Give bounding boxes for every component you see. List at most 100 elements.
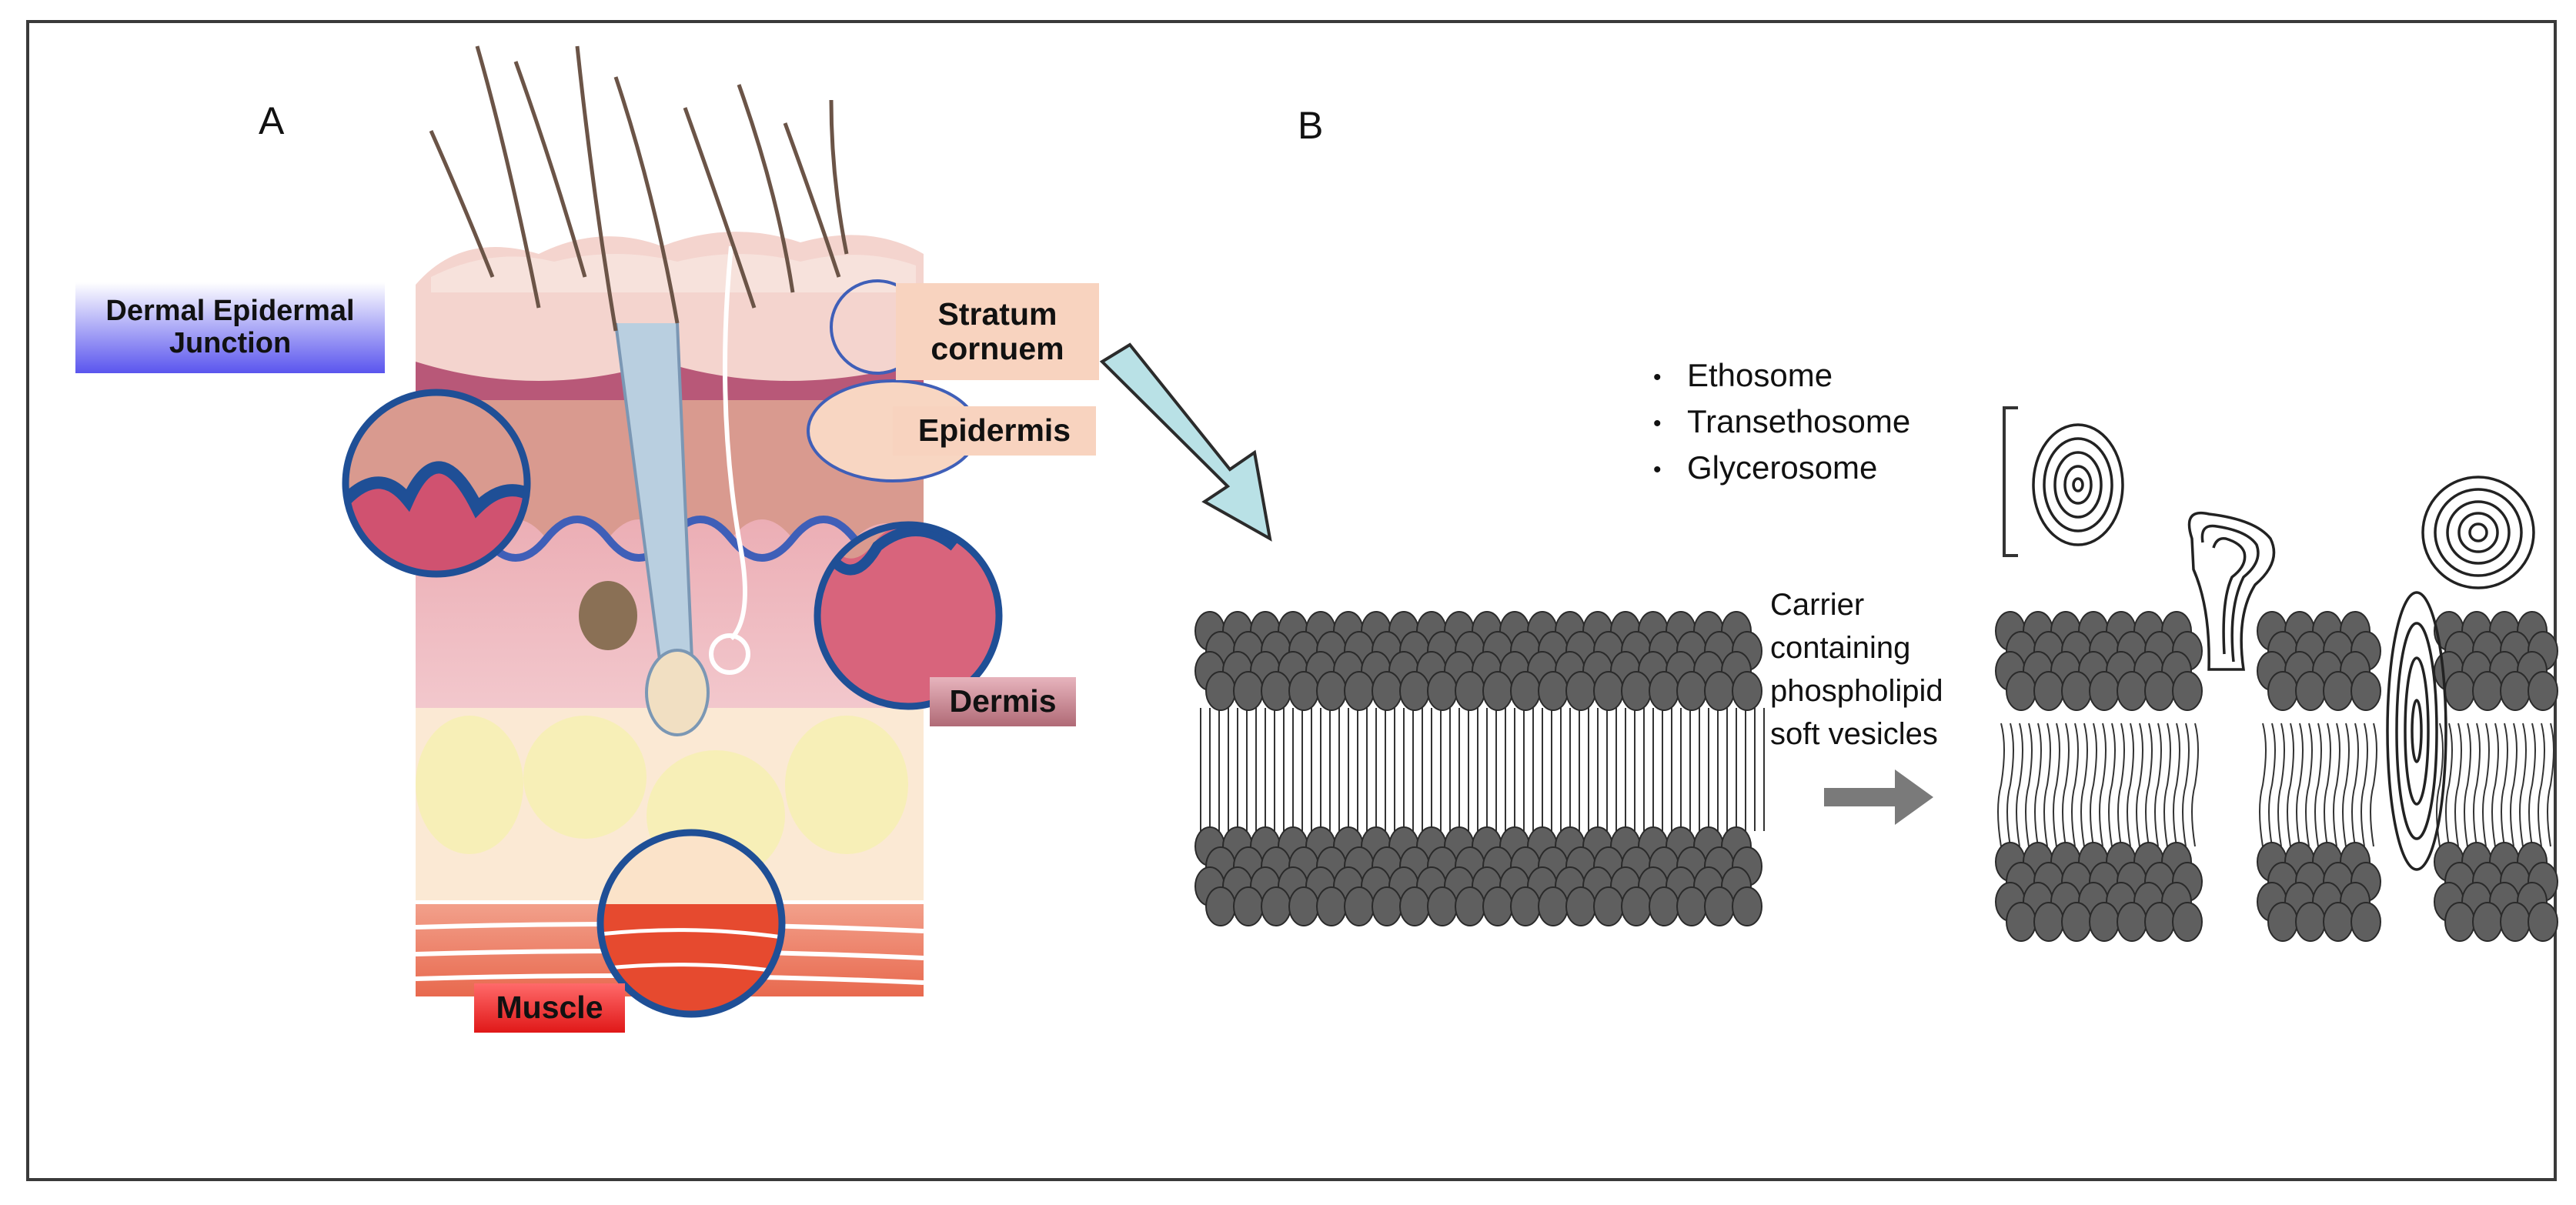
lipid-head [1372, 671, 1402, 711]
lipid-head [1704, 671, 1735, 711]
lipid-head [2006, 902, 2036, 942]
muscle-label: Muscle [496, 990, 603, 1026]
lipid-head [2528, 671, 2558, 711]
carrier-line: Carrier [1770, 588, 1865, 622]
lipid-head [1704, 886, 1735, 926]
lipid-head [1427, 671, 1458, 711]
intact-bilayer [1194, 611, 1765, 926]
right-arrow-icon [1824, 769, 1933, 825]
lipid-head [1344, 671, 1375, 711]
lipid-head [1399, 671, 1430, 711]
vesicle-type-list: Ethosome Transethosome Glycerosome [1653, 352, 1910, 491]
stratum-label-box [896, 283, 1099, 380]
lipid-tail [2006, 723, 2014, 847]
dej-label: Dermal Epidermal Junction [105, 295, 355, 359]
dermis-label-box [930, 677, 1076, 726]
bracket-icon [2003, 406, 2018, 557]
epidermis-label: Epidermis [917, 412, 1071, 449]
lipid-tail [2501, 723, 2508, 847]
lipid-head [2295, 902, 2326, 942]
lipid-head [2500, 671, 2531, 711]
hairs [429, 45, 849, 332]
lipid-tail [2342, 723, 2350, 847]
lipid-tail [2473, 723, 2481, 847]
lipid-head [1427, 886, 1458, 926]
lipid-tail [2268, 723, 2276, 847]
lipid-tail [2305, 723, 2313, 847]
lipid-head [2089, 902, 2120, 942]
lipid-tail [2314, 723, 2322, 847]
follicle-bulb [645, 649, 710, 736]
lipid-tail [2277, 723, 2285, 847]
lipid-head [1482, 671, 1513, 711]
lipid-head [1593, 671, 1624, 711]
lipid-tail [2034, 723, 2042, 847]
zoom-circle-muscle-outline [596, 829, 786, 1018]
lipid-tail [2136, 723, 2143, 847]
sweat-duct [723, 245, 747, 641]
zoom-circle-dermis-outline [814, 521, 1003, 710]
lipid-head [1482, 886, 1513, 926]
lipid-tail [2510, 723, 2518, 847]
vesicle-ethosome [2032, 423, 2124, 546]
vesicle-type-item: Ethosome [1653, 352, 1910, 399]
lipid-tail [2090, 723, 2097, 847]
carrier-line: containing [1770, 631, 1911, 665]
stratum-corneum-label: Stratum cornuem [896, 283, 1099, 380]
vesicles [2032, 423, 2535, 871]
lipid-head [2006, 671, 2036, 711]
panel-b-letter: B [1298, 104, 1324, 147]
lipid-head [2267, 902, 2298, 942]
lipid-tail [2547, 723, 2554, 847]
lipid-tail [2351, 723, 2359, 847]
lipid-head [1538, 671, 1569, 711]
lipid-tail [2538, 723, 2545, 847]
lipid-tail [2259, 723, 2267, 847]
lipid-head [1621, 886, 1652, 926]
lipid-tail [2053, 723, 2060, 847]
lipid-tail [2025, 723, 2033, 847]
dermis-label: Dermis [949, 683, 1057, 719]
lipid-tail [2163, 723, 2171, 847]
zoom-circle-muscle [600, 833, 782, 1014]
lipid-head [2033, 902, 2064, 942]
lipid-tail [1997, 723, 2005, 847]
skin-cross-section [342, 45, 1003, 1018]
lipid-tail [2043, 723, 2051, 847]
lipid-head [2350, 671, 2381, 711]
lipid-tail [2016, 723, 2023, 847]
vesicle-penetrating [2386, 591, 2447, 871]
fat-lobule [785, 716, 908, 854]
disrupted-bilayer [1995, 611, 2558, 942]
lipid-head [1565, 886, 1596, 926]
lipid-head [1399, 886, 1430, 926]
fat-lobule [416, 716, 523, 854]
lipid-head [1732, 671, 1762, 711]
lipid-tail [2333, 723, 2340, 847]
lipid-tail [2360, 723, 2368, 847]
lipid-tail [2445, 723, 2453, 847]
lipid-tail [2071, 723, 2079, 847]
lipid-head [2500, 902, 2531, 942]
lipid-head [1593, 886, 1624, 926]
lipid-head [1261, 671, 1291, 711]
down-right-arrow-icon [1099, 342, 1272, 542]
lipid-tail [2062, 723, 2070, 847]
lipid-tail [2182, 723, 2190, 847]
lipid-tail [2108, 723, 2116, 847]
lipid-tail [2127, 723, 2134, 847]
lipid-tail [2464, 723, 2471, 847]
lipid-head [1233, 671, 1264, 711]
lipid-head [2061, 902, 2092, 942]
lipid-tail [2080, 723, 2088, 847]
lipid-tail [2324, 723, 2331, 847]
lipid-head [2472, 902, 2503, 942]
lipid-head [1316, 886, 1347, 926]
lipid-head [2323, 902, 2354, 942]
fat-lobule [523, 716, 647, 839]
sebaceous-gland [579, 581, 637, 650]
stratum-label-line1: Stratum [937, 295, 1057, 332]
vesicle-type-item: Glycerosome [1653, 445, 1910, 491]
epidermis-label-box [893, 406, 1096, 456]
